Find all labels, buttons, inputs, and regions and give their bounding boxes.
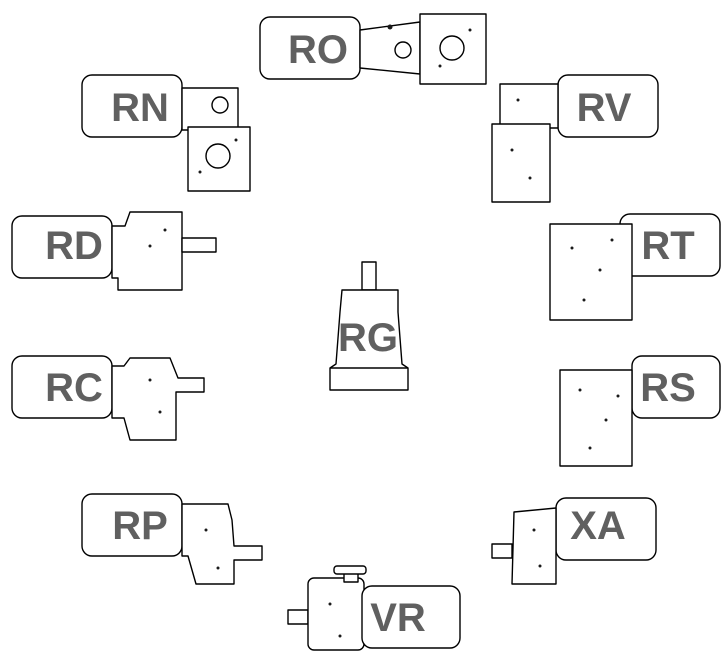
gearmotor-rd-icon bbox=[11, 211, 217, 291]
gearmotor-rs[interactable]: RS bbox=[559, 355, 721, 467]
gearmotor-ro-icon bbox=[259, 13, 487, 85]
gearmotor-rp-icon bbox=[81, 493, 263, 585]
gearmotor-rg-icon bbox=[329, 261, 409, 391]
gearmotor-rd-label: RD bbox=[45, 224, 103, 268]
gearmotor-rp[interactable]: RP bbox=[81, 493, 263, 585]
gearmotor-vr-label: VR bbox=[370, 596, 426, 640]
gearmotor-vr-icon bbox=[287, 565, 461, 651]
gearmotor-rt-icon bbox=[549, 213, 721, 321]
gearmotor-rg-label: RG bbox=[338, 316, 398, 360]
gearmotor-rv-label: RV bbox=[577, 86, 632, 130]
gearmotor-rc-icon bbox=[11, 355, 205, 441]
gearmotor-rv[interactable]: RV bbox=[491, 74, 659, 203]
gearmotor-ro-label: RO bbox=[288, 28, 348, 72]
gearmotor-xa[interactable]: XA bbox=[491, 497, 657, 585]
gearmotor-xa-icon bbox=[491, 497, 657, 585]
gearmotor-rt-label: RT bbox=[641, 224, 694, 268]
gearmotor-xa-label: XA bbox=[570, 504, 626, 548]
gearmotor-rd[interactable]: RD bbox=[11, 211, 217, 291]
gearmotor-rc[interactable]: RC bbox=[11, 355, 205, 441]
gearmotor-rp-label: RP bbox=[112, 504, 168, 548]
gearmotor-rn-label: RN bbox=[111, 86, 169, 130]
gearmotor-rn[interactable]: RN bbox=[81, 74, 251, 192]
gearmotor-rt[interactable]: RT bbox=[549, 213, 721, 321]
gearmotor-rs-label: RS bbox=[640, 366, 696, 410]
gearmotor-ro[interactable]: RO bbox=[259, 13, 487, 85]
gearmotor-rg[interactable]: RG bbox=[329, 261, 409, 391]
gearmotor-vr[interactable]: VR bbox=[287, 565, 461, 651]
gearmotor-rv-icon bbox=[491, 74, 659, 203]
gearmotor-rn-icon bbox=[81, 74, 251, 192]
gearmotor-rc-label: RC bbox=[45, 366, 103, 410]
gearmotor-rs-icon bbox=[559, 355, 721, 467]
